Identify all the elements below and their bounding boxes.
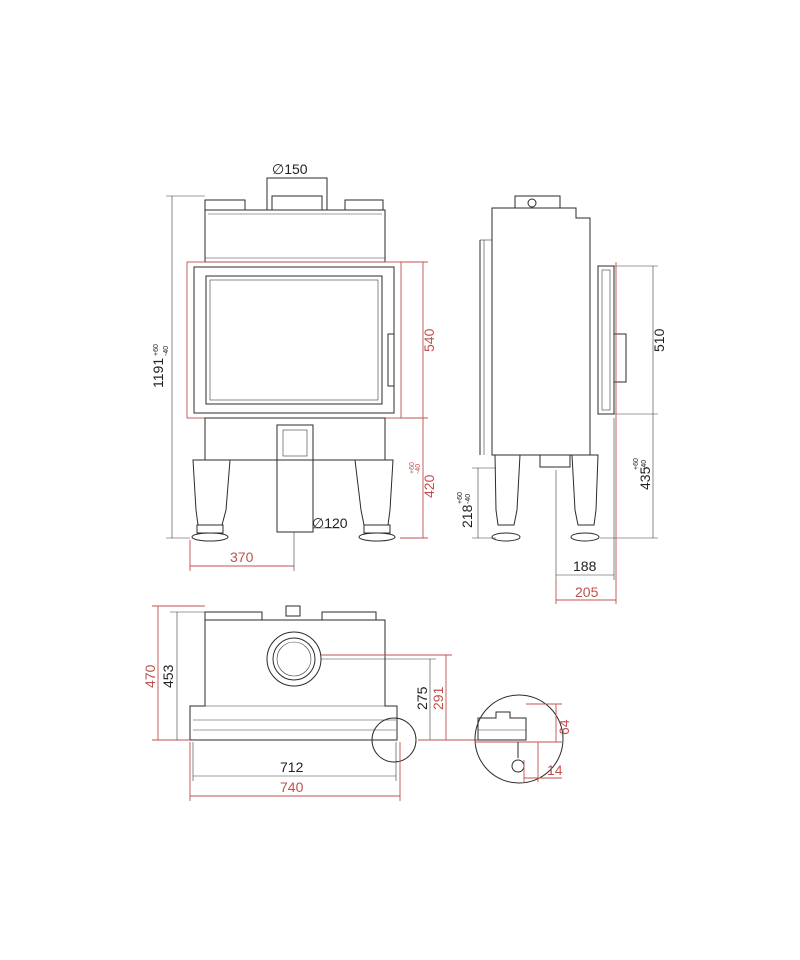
dim-side-base-height: 435	[637, 466, 653, 490]
dim-side-leg-tol-minus: -40	[465, 494, 472, 504]
dim-flue-center-offset: 275	[414, 686, 430, 710]
svg-text:∅150: ∅150	[272, 161, 308, 177]
diameter-symbol-inlet: ∅	[312, 515, 324, 531]
dim-base-tol-minus: -40	[415, 464, 422, 474]
dim-side-leg-tol-plus: +60	[457, 492, 464, 504]
diameter-symbol-flue: ∅	[272, 161, 284, 177]
dim-detail-width: 14	[547, 762, 563, 778]
top-view	[189, 605, 417, 763]
detail-dimensions: 64 14	[523, 703, 572, 782]
dim-base-tol-plus: +60	[409, 462, 416, 474]
dim-top-depth-inner: 453	[160, 664, 176, 688]
dim-flue-outlet: 150	[284, 161, 308, 177]
dim-flue-center-offset-red: 291	[430, 686, 446, 710]
front-view	[186, 177, 402, 542]
dim-detail-height: 64	[556, 719, 572, 735]
dim-total-height: 1191	[150, 358, 166, 388]
dim-base-height-front: 420	[421, 474, 437, 498]
dim-total-height-tol-plus: +60	[153, 344, 160, 356]
dim-door-height: 540	[421, 328, 437, 352]
dim-side-door-height: 510	[651, 328, 667, 352]
dim-side-depth-inner: 188	[573, 558, 597, 574]
svg-text:∅120: ∅120	[312, 515, 348, 531]
side-dimensions: 510 435 +60 -40 218 +60 -40 188 205	[457, 262, 667, 604]
dim-side-base-tol-minus: -40	[641, 460, 648, 470]
front-dimensions: 1191 +60 -40 540 420 +60 -40 ∅150 ∅120 3…	[150, 161, 437, 571]
dim-total-height-tol-minus: -40	[163, 346, 170, 356]
dim-top-width-inner: 712	[280, 759, 304, 775]
dim-inlet-offset: 370	[230, 549, 254, 565]
dim-side-depth-outer: 205	[575, 584, 599, 600]
dim-side-base-tol-plus: +60	[633, 458, 640, 470]
dim-top-depth-outer: 470	[142, 664, 158, 688]
side-view	[479, 195, 627, 542]
top-dimensions: 470 453 275 291 712 740	[142, 605, 480, 801]
detail-view	[474, 694, 564, 784]
dim-top-width-outer: 740	[280, 779, 304, 795]
dim-air-inlet: 120	[324, 515, 348, 531]
dim-side-leg-height: 218	[459, 504, 475, 528]
